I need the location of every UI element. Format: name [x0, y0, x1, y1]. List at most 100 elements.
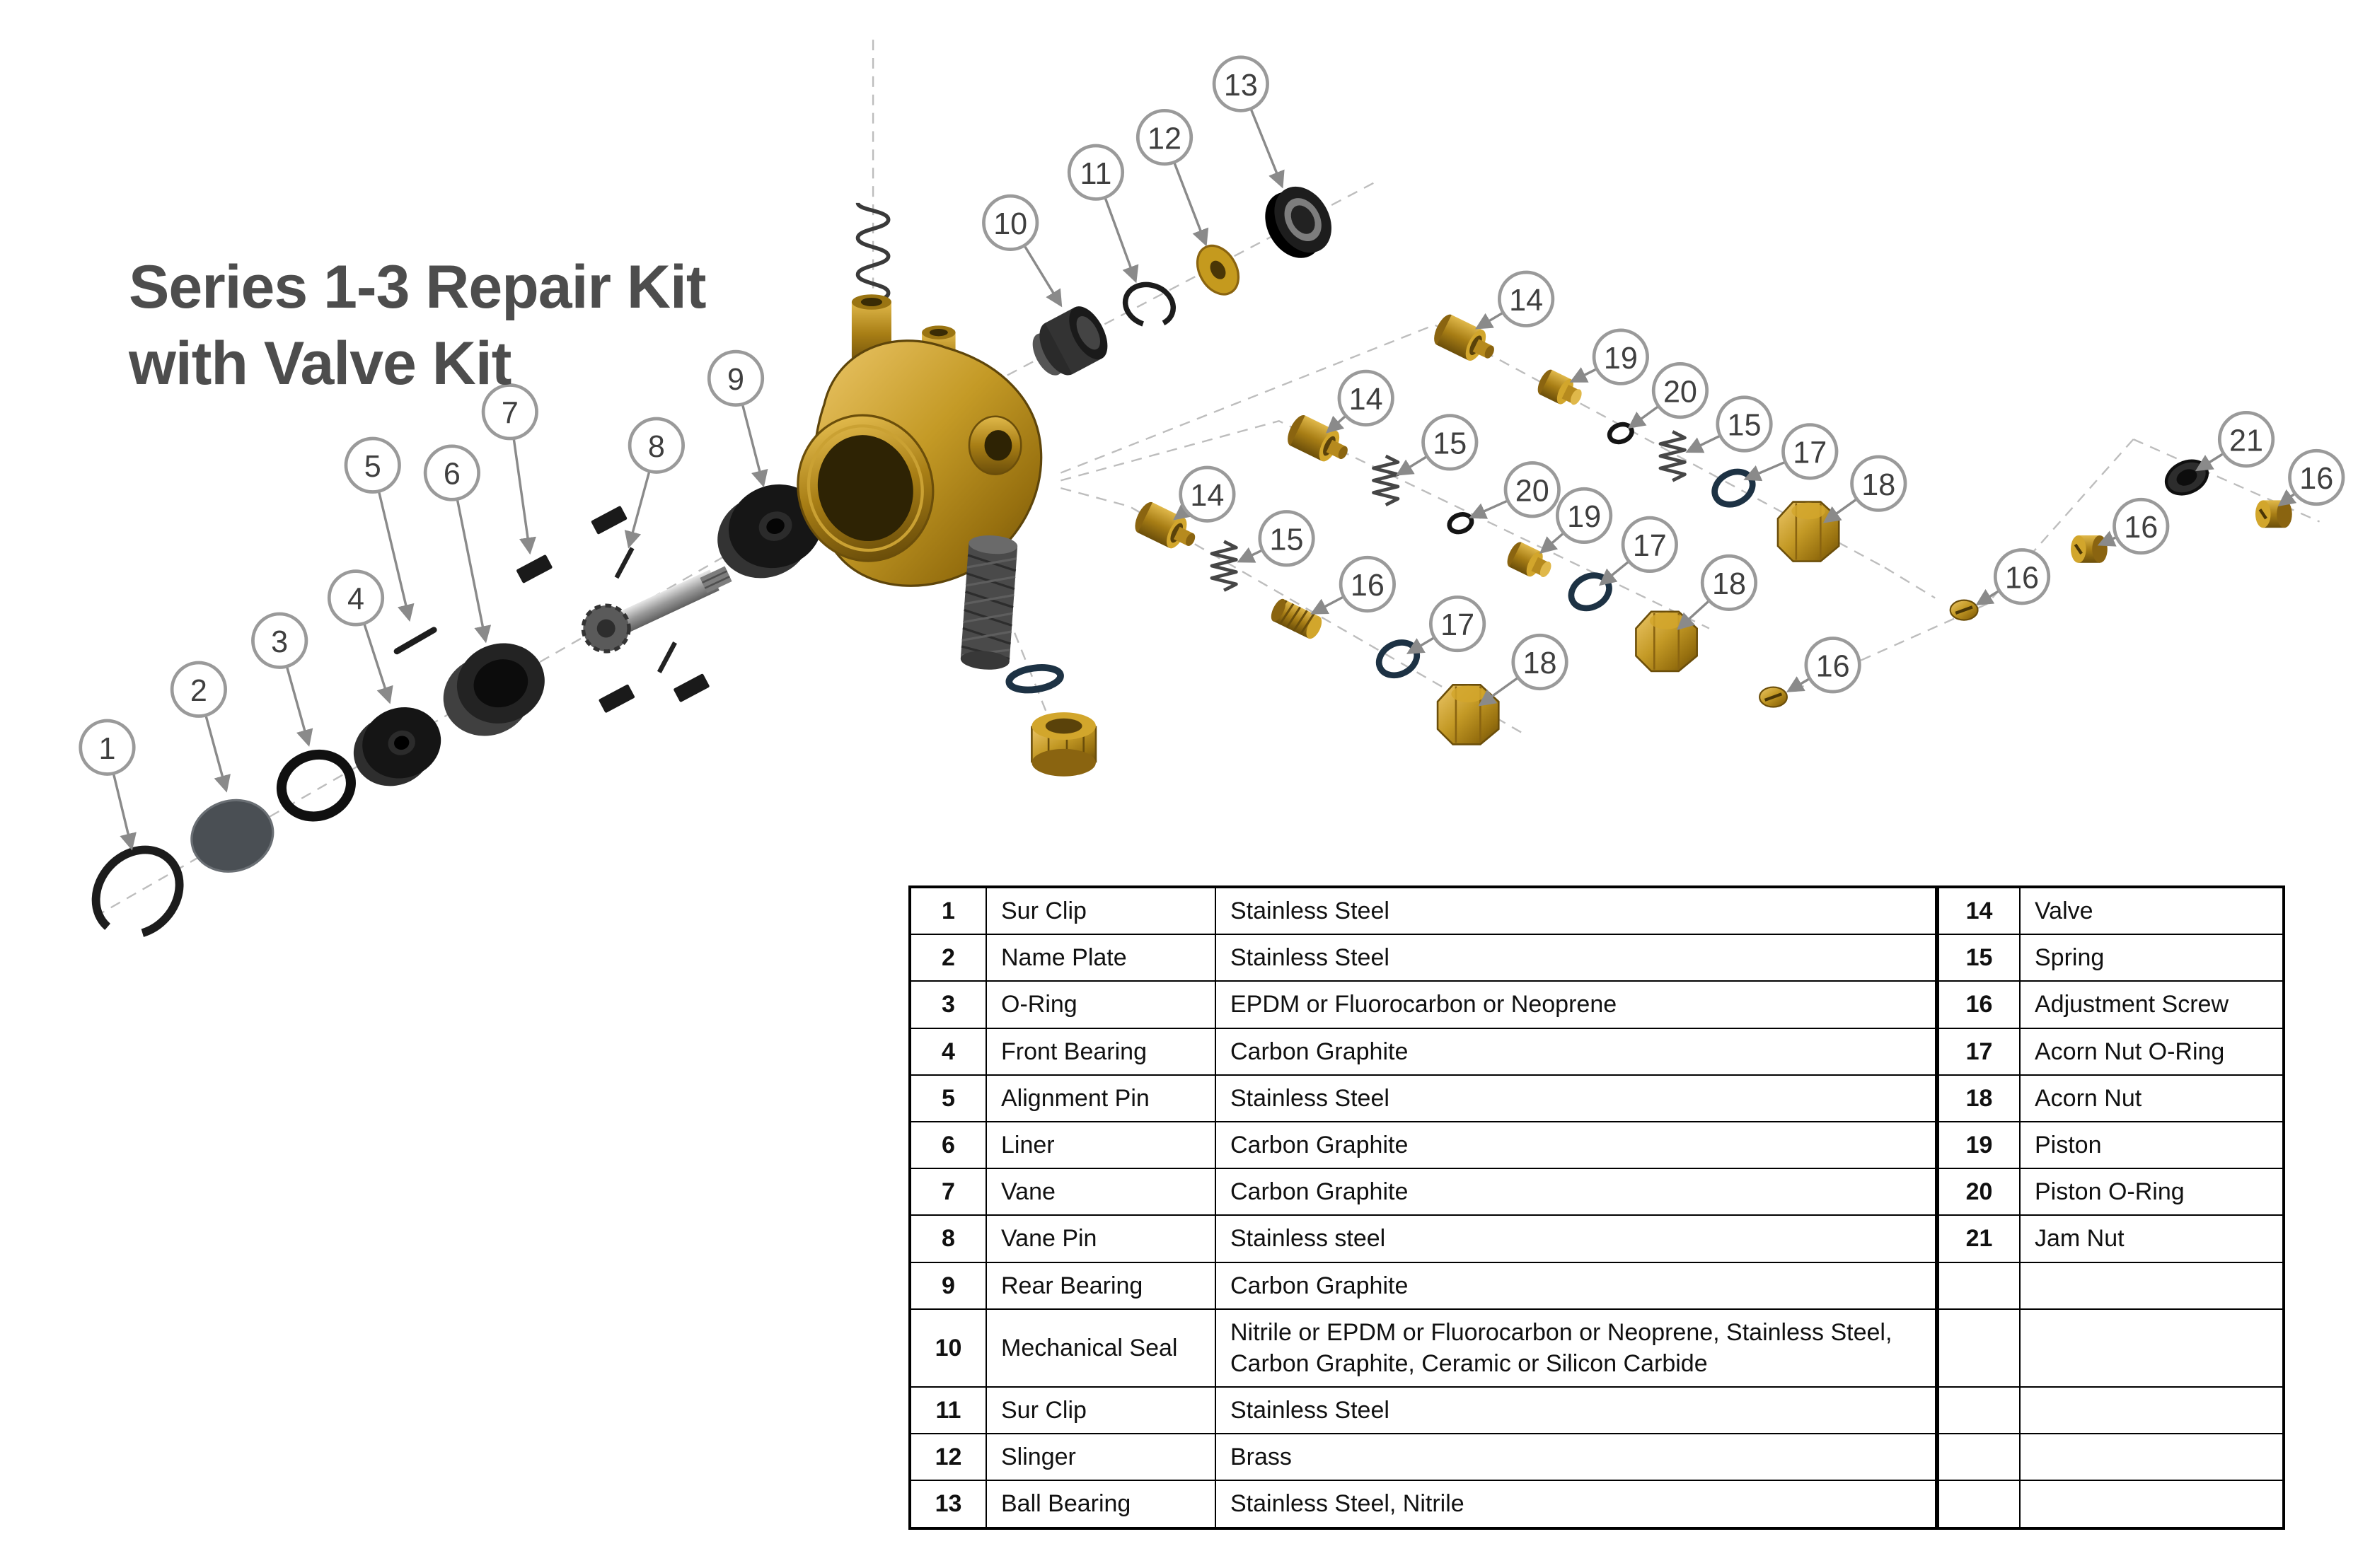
part-number-cell: 19: [1935, 1120, 2021, 1170]
callout-number: 10: [993, 207, 1027, 241]
callout-bubble: [2113, 497, 2170, 555]
part-name-cell: Acorn Nut O-Ring: [2019, 1027, 2284, 1076]
part-name-cell: Adjustment Screw: [2019, 980, 2284, 1029]
callout-bubble: [1555, 487, 1613, 545]
callout-bubble: [344, 436, 401, 494]
callout-bubble: [481, 383, 538, 441]
callout-bubble: [1850, 455, 1907, 512]
part-rear-bearing: [717, 484, 823, 579]
callout-leader-line: [1598, 560, 1630, 586]
part-name-cell: Acorn Nut: [2019, 1074, 2284, 1122]
callout-leader-line: [362, 622, 393, 704]
callout-bubble: [1993, 548, 2051, 605]
callout-number: 18: [1523, 646, 1557, 680]
part-name-cell: Name Plate: [986, 934, 1216, 982]
callout-bubble: [1179, 465, 1236, 523]
part-material-cell: Stainless steel: [1215, 1214, 1938, 1263]
part-number-cell: 1: [909, 885, 987, 936]
callout-bubble: [1428, 595, 1486, 653]
callout-leader-line: [1627, 405, 1660, 429]
callout-leader-line: [2097, 530, 2117, 547]
callout-number: 12: [1148, 122, 1181, 156]
part-name-cell: Rear Bearing: [986, 1261, 1216, 1310]
part-number-cell: 21: [1935, 1214, 2021, 1263]
part-vane-pins: [614, 547, 677, 673]
callout-leader-line: [204, 714, 231, 793]
part-number-cell: [1935, 1386, 2021, 1435]
part-number-cell: 9: [909, 1261, 987, 1310]
part-name-cell: [2019, 1261, 2284, 1310]
part-bottom-fitting: [1031, 712, 1097, 777]
callout-leader-line: [377, 491, 415, 622]
callout-bubble: [1421, 414, 1479, 471]
part-number-cell: 12: [909, 1433, 987, 1482]
callout-number: 4: [347, 583, 364, 617]
callout-number: 13: [1224, 69, 1258, 103]
callout-bubble: [79, 719, 136, 776]
part-name-plate: [190, 798, 274, 873]
part-sur-clip-rear: [1122, 281, 1177, 328]
callout-bubble: [327, 569, 385, 627]
callout-leader-line: [1975, 588, 2000, 605]
callout-leader-line: [1172, 161, 1209, 247]
part-name-cell: [2019, 1480, 2284, 1529]
part-name-cell: Vane Pin: [986, 1214, 1216, 1263]
callout-bubble: [251, 612, 308, 669]
callout-number: 15: [1728, 409, 1762, 443]
callout-leader-line: [1023, 245, 1063, 308]
part-number-cell: 2: [909, 934, 987, 982]
callout-leader-line: [624, 470, 651, 549]
callout-leader-line: [1478, 676, 1519, 707]
part-number-cell: [1935, 1433, 2021, 1482]
callout-bubble: [1258, 510, 1315, 567]
part-material-cell: Stainless Steel, Nitrile: [1215, 1480, 1938, 1529]
callout-leader-line: [1395, 455, 1428, 476]
callout-bubble: [982, 194, 1039, 251]
part-number-cell: 20: [1935, 1168, 2021, 1216]
part-number-cell: 8: [909, 1214, 987, 1263]
callout-leader-line: [1822, 498, 1858, 523]
part-number-cell: 11: [909, 1386, 987, 1435]
callout-number: 18: [1861, 468, 1895, 502]
part-number-cell: 15: [1935, 934, 2021, 982]
callout-number: 21: [2229, 424, 2263, 458]
pump-body: [797, 294, 1043, 587]
part-name-cell: [2019, 1386, 2284, 1435]
callout-number: 6: [444, 458, 461, 492]
callout-number: 8: [648, 430, 665, 464]
callout-number: 1: [98, 732, 115, 766]
part-material-cell: Carbon Graphite: [1215, 1027, 1938, 1076]
callout-leader-line: [2195, 452, 2224, 472]
part-number-cell: 13: [909, 1480, 987, 1529]
callout-leader-line: [285, 666, 313, 747]
part-material-cell: Stainless Steel: [1215, 885, 1938, 936]
part-material-cell: Nitrile or EPDM or Fluorocarbon or Neopr…: [1215, 1308, 1938, 1388]
callout-bubble: [1337, 369, 1394, 426]
part-name-cell: Jam Nut: [2019, 1214, 2284, 1263]
callout-leader-line: [1743, 460, 1786, 482]
callout-bubble: [423, 444, 480, 501]
callout-bubble: [1498, 270, 1555, 327]
part-name-cell: Front Bearing: [986, 1027, 1216, 1076]
callout-number: 14: [1509, 284, 1543, 318]
part-name-cell: Slinger: [986, 1433, 1216, 1482]
callout-number: 15: [1433, 427, 1467, 461]
main-spring: [855, 202, 891, 313]
title-line-1: Series 1-3 Repair Kit: [129, 253, 706, 321]
diagram-title: Series 1-3 Repair Kit with Valve Kit: [129, 249, 706, 402]
callout-bubble: [707, 349, 765, 407]
callout-number: 16: [2299, 462, 2333, 496]
callout-leader-line: [1475, 311, 1504, 330]
part-number-cell: 5: [909, 1074, 987, 1122]
